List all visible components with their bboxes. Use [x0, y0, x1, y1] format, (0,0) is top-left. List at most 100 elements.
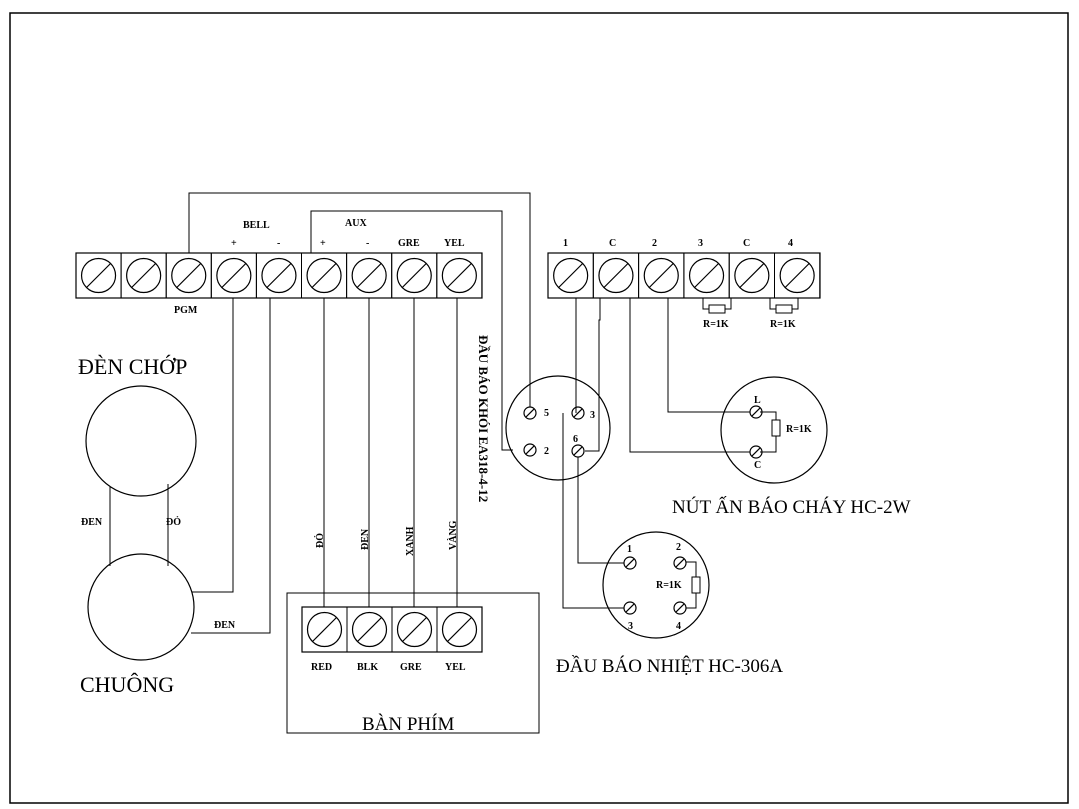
heat-t3-screw: [623, 601, 637, 615]
zone-2-label: 2: [652, 238, 657, 249]
smoke-t5-label: 5: [544, 408, 549, 419]
pgm-label: PGM: [174, 305, 198, 316]
keypad-yellow-wire-label: VÀNG: [447, 520, 459, 550]
strobe-bell-wires: [109, 484, 169, 566]
smoke-detector-title: ĐẦU BÁO KHÓI EA318-4-12: [476, 335, 491, 502]
smoke-t2-screw: [523, 443, 537, 457]
keypad-blk-label: BLK: [357, 662, 378, 673]
zone-3-label: 3: [698, 238, 703, 249]
zone-terminal-cell-6: [774, 252, 821, 299]
smoke-t3-label: 3: [590, 410, 595, 421]
smoke-t5-screw: [523, 406, 537, 420]
aux-plus-wire: [310, 210, 513, 451]
heat-t4-label: 4: [676, 621, 681, 632]
keypad-terminals: [301, 606, 483, 653]
aux-label: AUX: [345, 218, 367, 229]
call-point-terminals: [749, 405, 763, 459]
heat-t1-label: 1: [627, 544, 632, 555]
keypad-title: BÀN PHÍM: [362, 713, 454, 735]
bell: [87, 553, 195, 661]
aux-plus-label: +: [320, 238, 326, 249]
bell-title: CHUÔNG: [80, 672, 174, 697]
strobe-black-wire-label: ĐEN: [81, 517, 103, 528]
drawing-frame: [9, 12, 1069, 804]
call-point-L-label: L: [754, 395, 761, 406]
panel-terminal-screw-1: [80, 257, 117, 294]
zone-terminal-screw-4: [688, 257, 725, 294]
panel-terminal-cell-9: [436, 252, 483, 299]
zone-c1-label: C: [609, 238, 616, 249]
bell-black-wire-label: ĐEN: [214, 620, 236, 631]
call-point-base: [720, 376, 828, 484]
panel-terminal-screw-7: [351, 257, 387, 294]
smoke-t6-label: 6: [573, 434, 578, 445]
keypad-terminal-screw-3: [396, 611, 433, 648]
heat-resistor-wire: [686, 561, 697, 609]
zone-4-label: 4: [788, 238, 793, 249]
heat-resistor: [691, 576, 701, 594]
bell-minus-wire: [191, 298, 271, 634]
eol-resistor-1: [708, 304, 726, 314]
zone-terminal-screw-3: [643, 257, 679, 294]
keypad-green-wire-label: XANH: [405, 526, 416, 556]
zone-c2-label: C: [743, 238, 750, 249]
strobe-light: [85, 385, 197, 497]
eol-resistor-2: [775, 304, 793, 314]
heat-detector-base: [602, 531, 710, 639]
smoke-to-heat-3-wire: [562, 413, 624, 609]
call-point-resistor-wire: [760, 411, 777, 453]
panel-gre-label: GRE: [398, 238, 420, 249]
zone-terminal-screw-5: [734, 257, 770, 294]
smoke-to-heat-1-wire: [577, 457, 624, 564]
keypad-wires: [323, 298, 458, 607]
keypad-yel-label: YEL: [445, 662, 466, 673]
bell-label: BELL: [243, 220, 270, 231]
zoneC-to-call-point-wire: [629, 298, 750, 453]
heat-t2-label: 2: [676, 542, 681, 553]
panel-terminal-screw-5: [261, 257, 297, 294]
pgm-wire: [188, 192, 531, 413]
heat-t3-label: 3: [628, 621, 633, 632]
panel-yel-label: YEL: [444, 238, 465, 249]
heat-t1-screw: [623, 556, 637, 570]
aux-minus-label: -: [366, 238, 369, 249]
zone-terminals: [547, 252, 821, 299]
keypad-terminal-cell-4: [436, 606, 483, 653]
strobe-red-wire-label: ĐỎ: [166, 516, 181, 528]
heat-t2-screw: [673, 556, 687, 570]
panel-terminal-screw-3: [171, 257, 207, 294]
zoneC-to-smoke-wire: [585, 298, 601, 452]
panel-terminal-screw-4: [216, 257, 252, 294]
smoke-terminals: [523, 406, 585, 458]
zone-terminal-screw-6: [779, 257, 815, 294]
panel-terminal-screw-8: [396, 257, 432, 294]
zone-terminal-screw-1: [553, 257, 589, 294]
call-point-title: NÚT ẤN BÁO CHÁY HC-2W: [672, 496, 911, 518]
call-point-resistor-label: R=1K: [786, 424, 812, 435]
call-point-resistor: [771, 419, 781, 437]
keypad-red-wire-label: ĐỎ: [314, 533, 326, 548]
eol-resistor-wire-2: [769, 298, 799, 310]
keypad-terminal-screw-1: [306, 611, 343, 648]
bell-plus-wire: [192, 298, 234, 593]
zone2-to-call-point-wire: [667, 298, 750, 413]
eol-resistor-1-label: R=1K: [703, 319, 729, 330]
heat-t4-screw: [673, 601, 687, 615]
keypad-gre-label: GRE: [400, 662, 422, 673]
keypad-terminal-screw-4: [441, 611, 478, 648]
panel-terminals: [75, 252, 483, 299]
keypad-frame: [286, 592, 540, 734]
smoke-t2-label: 2: [544, 446, 549, 457]
bell-minus-label: -: [277, 238, 280, 249]
panel-terminal-screw-2: [126, 257, 162, 294]
panel-terminal-screw-9: [441, 257, 477, 294]
smoke-detector-base: [505, 375, 611, 481]
keypad-black-wire-label: ĐEN: [360, 528, 371, 550]
smoke-t3-screw: [571, 406, 585, 420]
eol-resistor-wire-1: [702, 298, 732, 310]
call-point-C-label: C: [754, 460, 761, 471]
heat-detector-title: ĐẦU BÁO NHIỆT HC-306A: [556, 655, 783, 677]
heat-resistor-label: R=1K: [656, 580, 682, 591]
